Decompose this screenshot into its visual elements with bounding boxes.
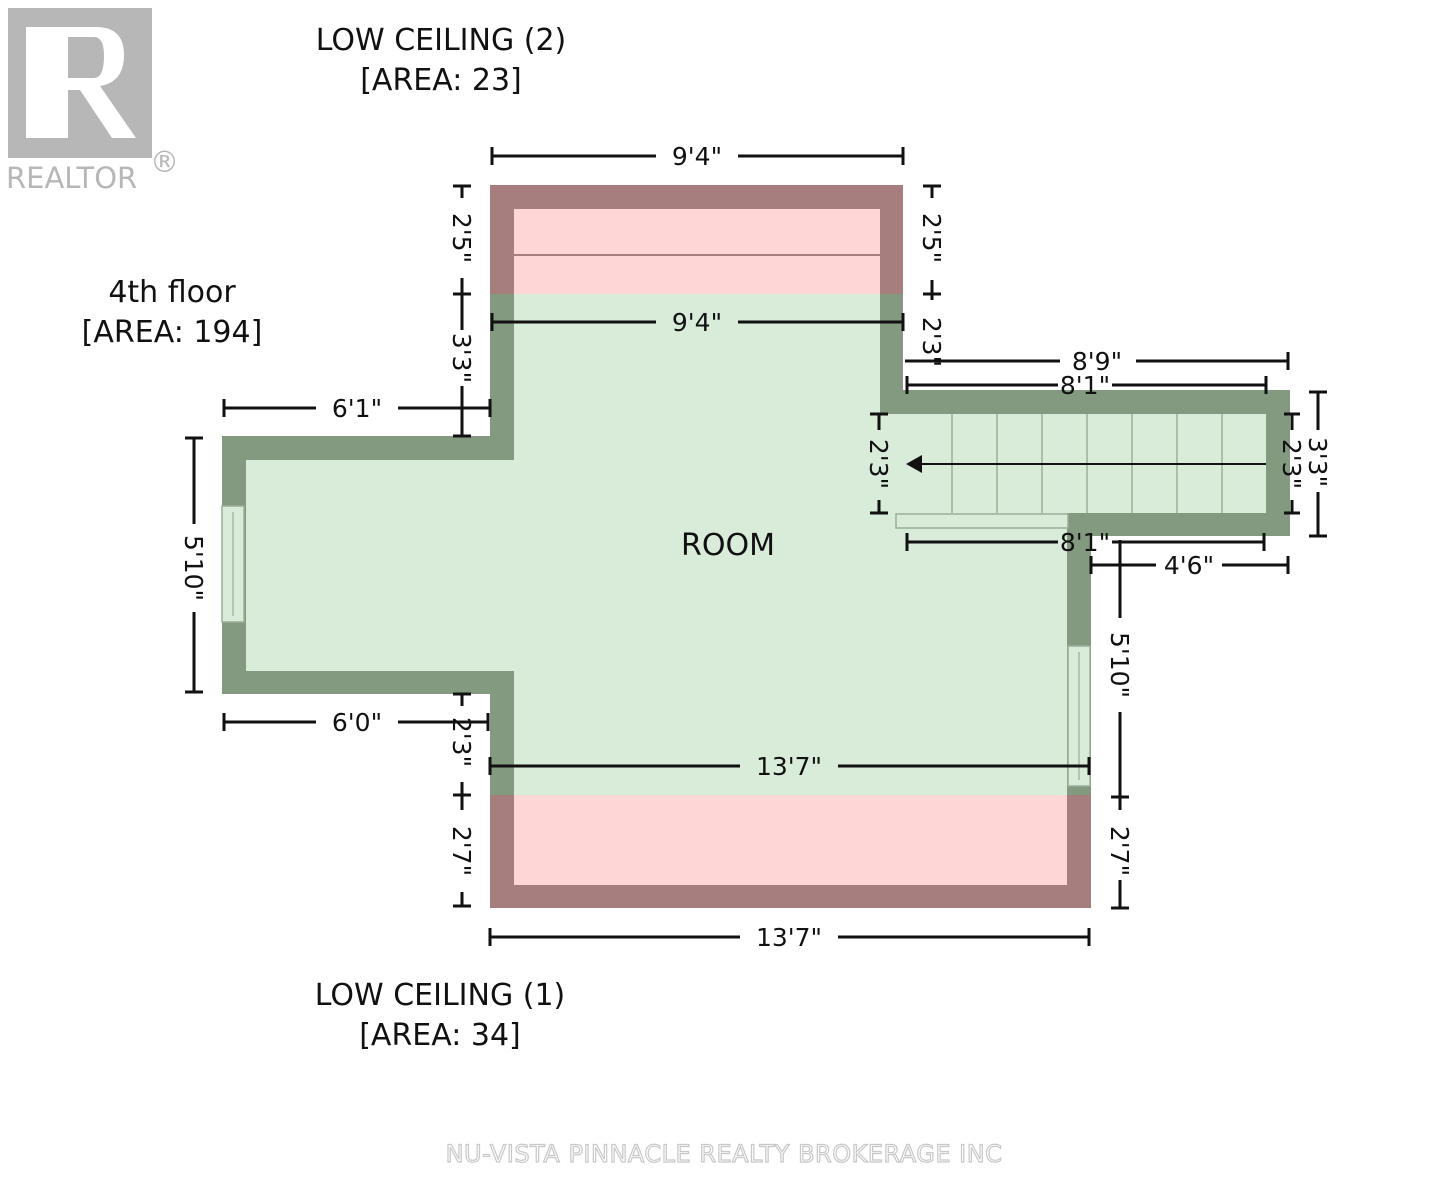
realtor-logo-text: REALTOR: [6, 161, 137, 195]
dim-top-inner: 9'4": [672, 308, 722, 337]
dim-left-lc2: 2'5": [447, 213, 476, 263]
dim-bottom-inner: 13'7": [756, 752, 822, 781]
left-window: [221, 505, 245, 623]
dim-stair-outer-top: 8'9": [1072, 347, 1122, 376]
dim-left-lc1: 2'7": [447, 826, 476, 876]
registered-mark: ®: [150, 145, 179, 179]
floor-area: [AREA: 194]: [82, 315, 263, 350]
dim-left-3-3: 3'3": [447, 333, 476, 383]
dim-top-outer: 9'4": [672, 142, 722, 171]
dim-right-lc2: 2'5": [917, 213, 946, 263]
brokerage-watermark: NU-VISTA PINNACLE REALTY BROKERAGE INC: [446, 1140, 1003, 1168]
room-interior: [246, 294, 1266, 795]
dim-right-5-10: 5'10": [1105, 632, 1134, 698]
dim-right-step: 4'6": [1164, 551, 1214, 580]
dim-left-2-3-bottom: 2'3": [447, 717, 476, 767]
dim-right-lc1: 2'7": [1105, 826, 1134, 876]
dim-left-wing-height: 5'10": [179, 535, 208, 601]
low-ceiling-1-area: [AREA: 34]: [359, 1018, 521, 1053]
stair-railing: [895, 513, 1069, 529]
dim-left-wing-bottom: 6'0": [332, 708, 382, 737]
low-ceiling-1-title: LOW CEILING (1): [315, 978, 566, 1013]
dim-stair-left: 2'3": [864, 439, 893, 489]
dim-stair-right-inner: 2'3": [1277, 439, 1306, 489]
stair-direction-arrow: [906, 455, 1266, 473]
low-ceiling-2-zone: [490, 185, 903, 294]
low-ceiling-2-area: [AREA: 23]: [360, 63, 522, 98]
dim-stair-bottom: 8'1": [1060, 528, 1110, 557]
dimension-lines: [185, 147, 1327, 946]
low-ceiling-1-zone: [490, 795, 1091, 908]
dim-stair-right-outer: 3'3": [1303, 437, 1332, 487]
dim-right-2-3-top: 2'3": [917, 317, 946, 367]
right-window: [1067, 645, 1091, 787]
low-ceiling-2-title: LOW CEILING (2): [316, 23, 567, 58]
realtor-logo: REALTOR ®: [6, 8, 179, 195]
floor-title: 4th floor: [108, 275, 236, 310]
dim-left-wing-top: 6'1": [332, 394, 382, 423]
dim-stair-inner-top: 8'1": [1060, 371, 1110, 400]
dim-bottom-outer: 13'7": [756, 923, 822, 952]
room-label: ROOM: [681, 528, 775, 563]
